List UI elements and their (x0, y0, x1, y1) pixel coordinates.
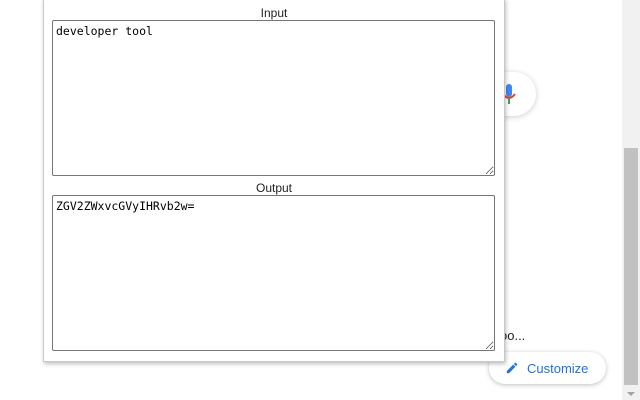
output-textarea[interactable]: ZGV2ZWxvcGVyIHRvb2w= (52, 195, 495, 351)
customize-label: Customize (527, 360, 589, 376)
input-textarea[interactable]: developer tool (52, 20, 495, 176)
customize-button[interactable]: Customize (489, 352, 606, 384)
shortcut-label[interactable]: oo... (500, 328, 526, 343)
pencil-icon (506, 362, 518, 374)
scroll-down-arrow-icon[interactable] (627, 392, 635, 396)
input-label: Input (260, 6, 288, 20)
output-label: Output (255, 181, 293, 195)
page-scrollbar[interactable] (622, 0, 640, 400)
extension-popup: Input developer tool Output ZGV2ZWxvcGVy… (43, 0, 505, 362)
scrollbar-thumb[interactable] (624, 148, 638, 385)
